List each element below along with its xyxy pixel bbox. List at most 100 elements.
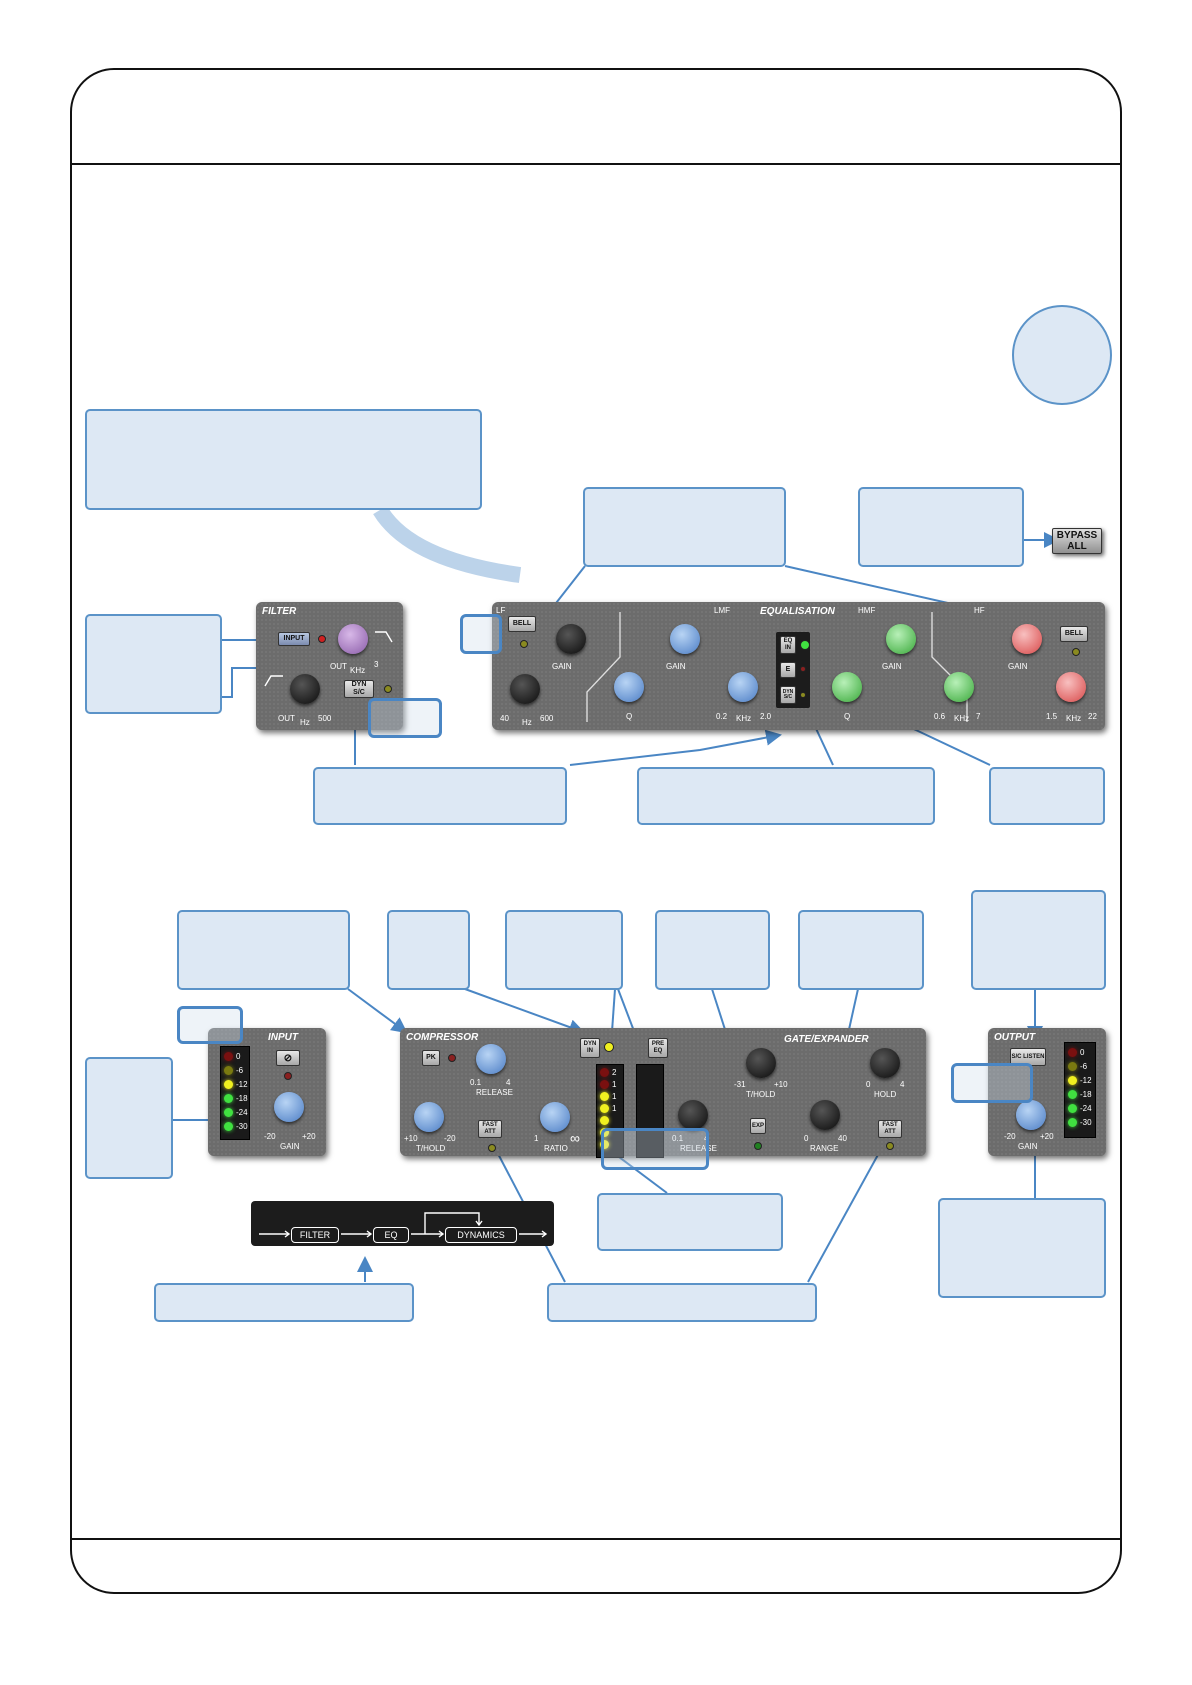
gate-hold-max: 4 xyxy=(900,1080,905,1089)
gate-pre-eq-button[interactable]: PRE EQ xyxy=(648,1038,668,1058)
gate-release-label: RELEASE xyxy=(680,1144,717,1153)
header-rule xyxy=(70,163,1122,165)
compressor-thold-max: -20 xyxy=(444,1134,456,1143)
eq-hf-gain-label: GAIN xyxy=(1008,662,1028,671)
input_meter-scale-label: -6 xyxy=(236,1066,244,1075)
signal-flow-dynamics: DYNAMICS xyxy=(445,1227,517,1243)
output-gain-label: GAIN xyxy=(1018,1142,1038,1151)
gate-fast-att-led xyxy=(886,1142,894,1150)
signal-flow-diagram: FILTER EQ DYNAMICS xyxy=(251,1201,554,1246)
bypass-all-button[interactable]: BYPASS ALL xyxy=(1052,528,1102,554)
eq-hmf-label: HMF xyxy=(858,606,876,615)
compressor-pk-button[interactable]: PK xyxy=(422,1050,440,1066)
eq-hf-bell-button[interactable]: BELL xyxy=(1060,626,1088,642)
output_meter-scale-label: -30 xyxy=(1080,1118,1092,1127)
output-gain-knob[interactable] xyxy=(1016,1100,1046,1130)
compressor-ratio-knob[interactable] xyxy=(540,1102,570,1132)
footer-rule xyxy=(70,1538,1122,1540)
eq-lf-label: LF xyxy=(496,606,506,615)
filter-lpf-knob[interactable] xyxy=(338,624,368,654)
eq-title: EQUALISATION xyxy=(760,606,835,617)
gate-hold-knob[interactable] xyxy=(870,1048,900,1078)
compressor-ratio-min: 1 xyxy=(534,1134,539,1143)
callout-signal-flow xyxy=(154,1283,414,1322)
gate-thold-knob[interactable] xyxy=(746,1048,776,1078)
callout-fast-att xyxy=(547,1283,817,1322)
callout-gate-thold xyxy=(655,910,770,990)
compressor-fast-att-button[interactable]: FAST ATT xyxy=(478,1120,502,1138)
output_meter-scale-label: -18 xyxy=(1080,1090,1092,1099)
signal-flow-eq: EQ xyxy=(373,1227,409,1243)
filter-lpf-unit: KHz xyxy=(350,666,366,675)
eq-lmf-gain-knob[interactable] xyxy=(670,624,700,654)
eq-in-led xyxy=(800,640,810,650)
input-gain-min: -20 xyxy=(264,1132,276,1141)
comp_meter-led xyxy=(600,1068,609,1077)
gate-range-label: RANGE xyxy=(810,1144,839,1153)
output_meter-led xyxy=(1068,1118,1077,1127)
callout-bypass xyxy=(858,487,1024,567)
comp_meter-led xyxy=(600,1104,609,1113)
gate-range-max: 40 xyxy=(838,1134,847,1143)
output_meter-led xyxy=(1068,1048,1077,1057)
highlight-filter-dyn xyxy=(368,698,442,738)
input-panel: INPUT ⊘ -20 +20 GAIN 0-6-12-18-24-30 xyxy=(208,1028,326,1156)
gate-fast-att-button[interactable]: FAST ATT xyxy=(878,1120,902,1138)
eq-lmf-freq-max: 2.0 xyxy=(760,712,772,721)
eq-hmf-freq-knob[interactable] xyxy=(944,672,974,702)
eq-hf-freq-knob[interactable] xyxy=(1056,672,1086,702)
filter-hpf-max: 500 xyxy=(318,714,332,723)
filter-panel: FILTER INPUT OUT KHz 3 OUT Hz 500 DYN S/… xyxy=(256,602,403,730)
gate-hold-min: 0 xyxy=(866,1080,871,1089)
eq-lmf-q-knob[interactable] xyxy=(614,672,644,702)
eq-hf-gain-knob[interactable] xyxy=(1012,624,1042,654)
phase-invert-led xyxy=(284,1072,292,1080)
eq-lmf-freq-knob[interactable] xyxy=(728,672,758,702)
eq-lf-bell-button[interactable]: BELL xyxy=(508,616,536,632)
input_meter-led xyxy=(224,1066,233,1075)
eq-hmf-freq-unit: KHz xyxy=(954,714,970,723)
phase-invert-button[interactable]: ⊘ xyxy=(276,1050,300,1066)
eq-lf-freq-knob[interactable] xyxy=(510,674,540,704)
eq-dyn-sc-button[interactable]: DYN S/C xyxy=(780,686,796,704)
callout-output-gain xyxy=(938,1198,1106,1298)
eq-in-button[interactable]: EQ IN xyxy=(780,636,796,654)
gate-thold-label: T/HOLD xyxy=(746,1090,776,1099)
eq-lf-bell-led xyxy=(520,640,528,648)
eq-hmf-q-knob[interactable] xyxy=(832,672,862,702)
highlight-eq-lf xyxy=(460,614,502,654)
callout-sc-listen xyxy=(971,890,1106,990)
filter-dyn-sc-led xyxy=(384,685,392,693)
eq-lf-freq-max: 600 xyxy=(540,714,554,723)
gate-exp-button[interactable]: EXP xyxy=(750,1118,766,1134)
filter-input-button[interactable]: INPUT xyxy=(278,632,310,646)
gate-meter xyxy=(636,1064,664,1158)
callout-dyn-meter xyxy=(505,910,623,990)
input_meter-led xyxy=(224,1080,233,1089)
eq-hmf-gain-knob[interactable] xyxy=(886,624,916,654)
eq-hmf-freq-max: 7 xyxy=(976,712,981,721)
highlight-input-meter xyxy=(177,1006,243,1044)
callout-dyn-sc xyxy=(313,767,567,825)
gate-range-knob[interactable] xyxy=(810,1100,840,1130)
input_meter-led xyxy=(224,1122,233,1131)
input_meter-led xyxy=(224,1094,233,1103)
eq-e-button[interactable]: E xyxy=(780,662,796,678)
eq-lf-gain-knob[interactable] xyxy=(556,624,586,654)
input-gain-knob[interactable] xyxy=(274,1092,304,1122)
eq-lf-freq-min: 40 xyxy=(500,714,509,723)
callout-gate-range xyxy=(798,910,924,990)
compressor-release-knob[interactable] xyxy=(476,1044,506,1074)
input-gain-label: GAIN xyxy=(280,1142,300,1151)
gate-release-knob[interactable] xyxy=(678,1100,708,1130)
filter-hpf-knob[interactable] xyxy=(290,674,320,704)
callout-input-gain xyxy=(85,1057,173,1179)
compressor-thold-knob[interactable] xyxy=(414,1102,444,1132)
eq-hf-freq-max: 22 xyxy=(1088,712,1097,721)
callout-ratio xyxy=(597,1193,783,1251)
eq-lmf-label: LMF xyxy=(714,606,730,615)
filter-dyn-sc-button[interactable]: DYN S/C xyxy=(344,680,374,698)
dyn-in-button[interactable]: DYN IN xyxy=(580,1038,600,1058)
compressor-release-max: 4 xyxy=(506,1078,511,1087)
